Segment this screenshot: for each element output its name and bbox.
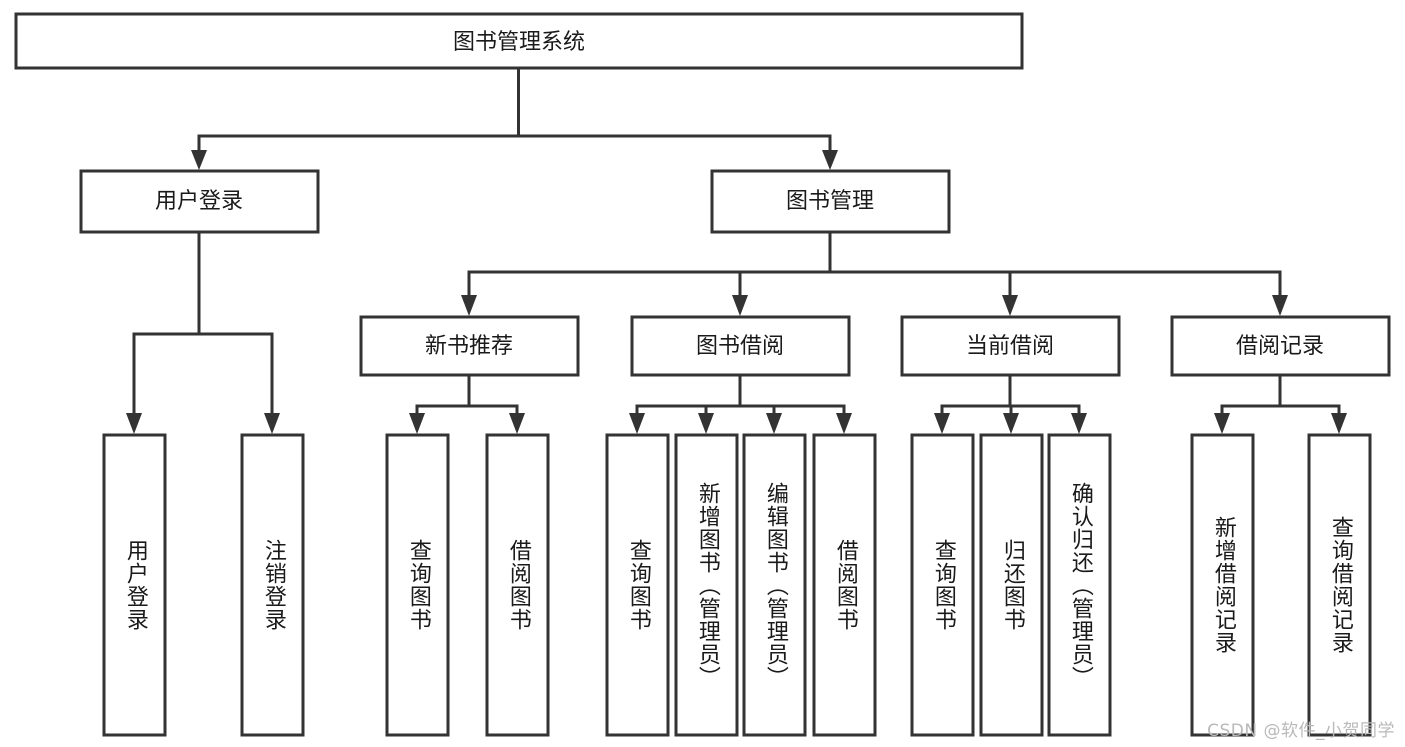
node-box-group xyxy=(14,12,1391,737)
node-label-group: 图书管理系统 用户登录 图书管理 新书推荐 图书借阅 当前借阅 借阅记录 xyxy=(155,30,1324,359)
node-leaf-7[interactable] xyxy=(812,433,877,737)
node-level2-book-manage[interactable] xyxy=(710,169,951,234)
arrowhead-leaf-user-login xyxy=(126,413,142,434)
node-leaf-2[interactable] xyxy=(385,433,450,737)
node-leaf-11[interactable] xyxy=(1190,433,1255,737)
arrowhead-book-manage xyxy=(822,150,838,170)
arrowhead-user-login xyxy=(191,150,207,170)
arrowhead-leaf-logout xyxy=(264,413,280,434)
arrowhead-nb-2 xyxy=(509,413,525,434)
arrowhead-new-book xyxy=(461,295,477,316)
watermark: CSDN @软件_小贺同学 xyxy=(1207,721,1395,741)
node-level2-user-login[interactable] xyxy=(79,169,320,234)
arrowhead-cb-1 xyxy=(934,413,950,434)
label-level2-book-manage: 图书管理 xyxy=(786,189,874,214)
node-leaf-9[interactable] xyxy=(979,433,1044,737)
node-leaf-4[interactable] xyxy=(605,433,670,737)
label-level3-current-borrow: 当前借阅 xyxy=(966,334,1054,359)
arrowhead-br-1 xyxy=(1214,413,1230,434)
node-leaf-6[interactable] xyxy=(742,433,807,737)
label-level3-borrow-record: 借阅记录 xyxy=(1236,334,1324,359)
arrowhead-bb-2 xyxy=(698,413,714,434)
arrowhead-bb-4 xyxy=(836,413,852,434)
node-leaf-0[interactable] xyxy=(102,433,167,737)
node-leaf-5[interactable] xyxy=(674,433,739,737)
node-leaf-8[interactable] xyxy=(910,433,975,737)
label-level3-new-book: 新书推荐 xyxy=(425,334,513,359)
node-level3-borrow-record[interactable] xyxy=(1170,315,1391,377)
node-leaf-12[interactable] xyxy=(1307,433,1372,737)
label-root: 图书管理系统 xyxy=(453,30,585,55)
arrowhead-nb-1 xyxy=(409,413,425,434)
node-level3-borrow-book[interactable] xyxy=(630,315,851,377)
arrowhead-cb-3 xyxy=(1071,413,1087,434)
node-leaf-10[interactable] xyxy=(1047,433,1112,737)
node-root[interactable] xyxy=(14,12,1024,70)
connector-group xyxy=(126,66,1347,434)
arrowhead-borrow-record xyxy=(1272,295,1288,316)
label-level2-user-login: 用户登录 xyxy=(155,189,243,214)
node-level3-new-book[interactable] xyxy=(359,315,580,377)
arrowhead-bb-1 xyxy=(629,413,645,434)
node-leaf-3[interactable] xyxy=(485,433,550,737)
arrowhead-current-borrow xyxy=(1002,295,1018,316)
arrowhead-br-2 xyxy=(1331,413,1347,434)
node-level3-current-borrow[interactable] xyxy=(900,315,1121,377)
arrowhead-cb-2 xyxy=(1003,413,1019,434)
label-level3-borrow-book: 图书借阅 xyxy=(696,334,784,359)
node-leaf-1[interactable] xyxy=(240,433,305,737)
arrowhead-bb-3 xyxy=(766,413,782,434)
arrowhead-borrow-book xyxy=(732,295,748,316)
